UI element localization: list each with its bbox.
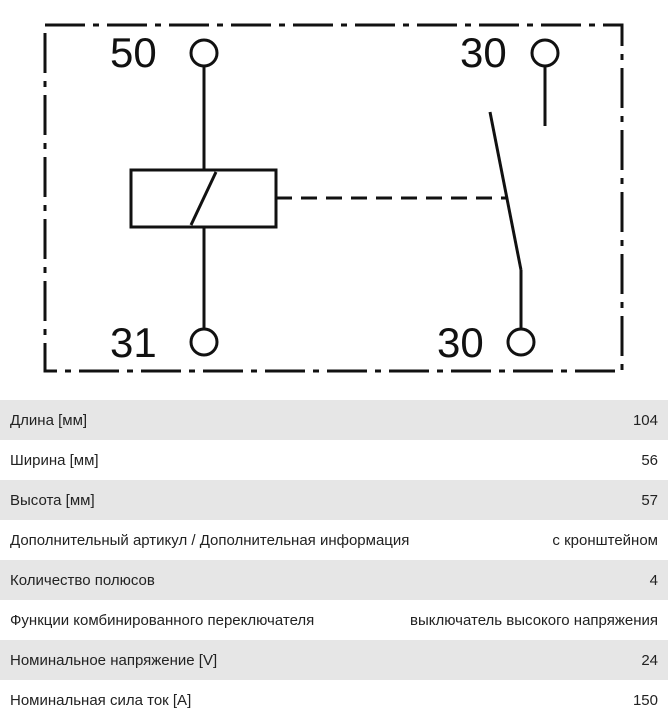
pin-label-50: 50 [110,29,157,76]
spec-value: 150 [632,691,658,709]
spec-row-height: Высота [мм] 57 [0,480,668,520]
contact-switch-blade [488,111,523,271]
pin-label-30-bottom: 30 [437,319,484,366]
spec-row-switch-function: Функции комбинированного переключателя в… [0,600,668,640]
terminal-50 [189,38,219,68]
spec-value: с кронштейном [552,531,658,549]
pin-label-30-top: 30 [460,29,507,76]
spec-value: 57 [641,491,658,509]
terminal-30-top [530,38,560,68]
terminal-31 [189,327,219,357]
spec-label: Функции комбинированного переключателя [10,611,315,629]
spec-value: 4 [649,571,658,589]
relay-schematic: 50 30 31 30 [43,23,624,373]
relay-circuit-diagram: 50 30 31 30 [43,23,624,373]
spec-label: Номинальное напряжение [V] [10,651,218,669]
spec-row-width: Ширина [мм] 56 [0,440,668,480]
spec-label: Количество полюсов [10,571,155,589]
spec-row-length: Длина [мм] 104 [0,400,668,440]
spec-value: 104 [632,411,658,429]
terminal-30-bottom [506,327,536,357]
coil-diagonal [189,171,218,226]
spec-label: Длина [мм] [10,411,88,429]
spec-row-rated-current: Номинальная сила ток [A] 150 [0,680,668,720]
spec-value: 24 [641,651,658,669]
spec-label: Дополнительный артикул / Дополнительная … [10,531,410,549]
spec-row-additional-info: Дополнительный артикул / Дополнительная … [0,520,668,560]
spec-label: Высота [мм] [10,491,95,509]
spec-value: 56 [641,451,658,469]
spec-value: выключатель высокого напряжения [410,611,658,629]
enclosure-border [43,23,624,373]
specifications-table: Длина [мм] 104 Ширина [мм] 56 Высота [мм… [0,400,668,720]
spec-label: Ширина [мм] [10,451,99,469]
spec-label: Номинальная сила ток [A] [10,691,192,709]
spec-row-rated-voltage: Номинальное напряжение [V] 24 [0,640,668,680]
spec-row-pole-count: Количество полюсов 4 [0,560,668,600]
pin-label-31: 31 [110,319,157,366]
